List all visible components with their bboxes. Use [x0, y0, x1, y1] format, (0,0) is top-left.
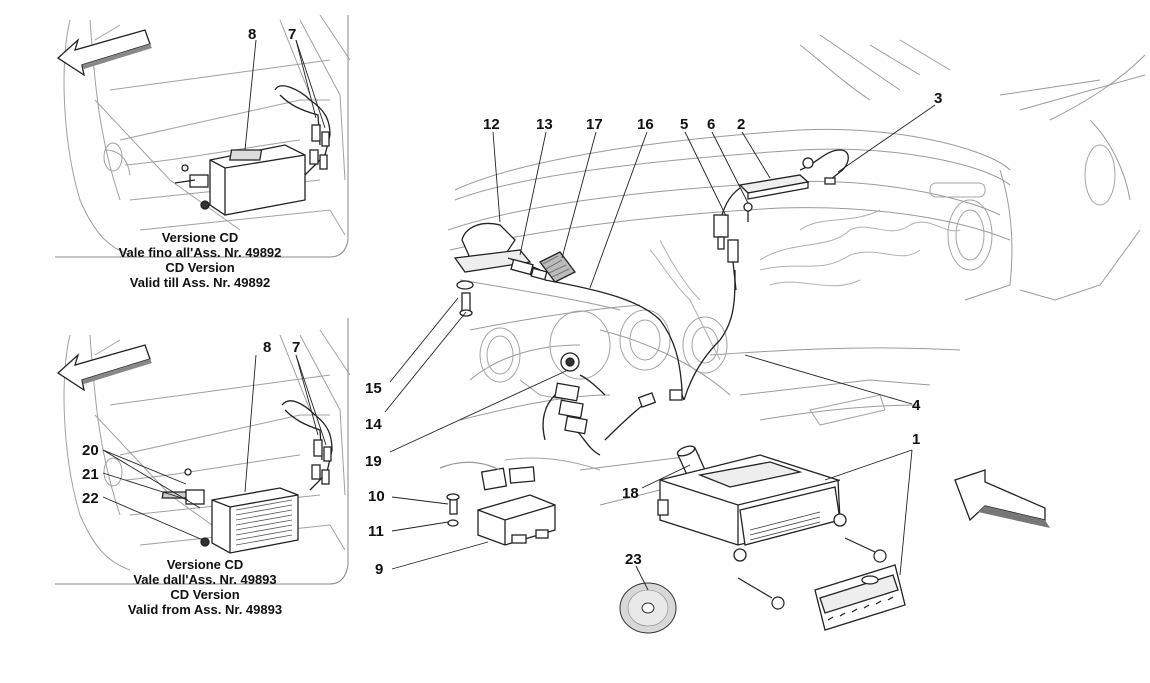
inset-top-frame: [55, 15, 349, 258]
direction-arrow-bottom: [56, 344, 152, 392]
callout-5: 5: [680, 116, 689, 133]
callout-17: 17: [586, 116, 603, 133]
callout-1: 1: [912, 431, 921, 448]
callout-8-bottom: 8: [263, 339, 272, 356]
callout-2: 2: [737, 116, 746, 133]
callout-13: 13: [536, 116, 553, 133]
wiring-harness: [649, 209, 961, 361]
callout-6: 6: [707, 116, 716, 133]
callout-8-top: 8: [248, 26, 257, 43]
callout-15: 15: [365, 380, 382, 397]
cd-changer-unit-bottom: [161, 400, 333, 554]
callout-7-top: 7: [288, 26, 297, 43]
caption-bottom: Versione CD Vale dall'Ass. Nr. 49893 CD …: [100, 557, 310, 617]
callout-21: 21: [82, 466, 99, 483]
caption-bottom-line1: Versione CD: [166, 557, 244, 572]
cd-changer-unit-top: [174, 85, 331, 216]
dashboard-outline: [447, 34, 1146, 506]
callout-10: 10: [368, 488, 385, 505]
leaders-bottom-inset: [102, 354, 327, 541]
direction-arrow-top: [56, 29, 152, 77]
leaders-top-inset: [244, 39, 326, 151]
callout-7-bottom: 7: [292, 339, 301, 356]
caption-top-line2: Vale fino all'Ass. Nr. 49892: [118, 245, 282, 260]
leaders-main: [384, 104, 936, 591]
caption-top: Versione CD Vale fino all'Ass. Nr. 49892…: [95, 230, 305, 290]
bracket-9-10-11: [446, 493, 556, 546]
callout-22: 22: [82, 490, 99, 507]
instrument-cluster: [479, 144, 1116, 471]
cylinder-18: [676, 445, 706, 478]
caption-bottom-line4: Valid from Ass. Nr. 49893: [127, 602, 283, 617]
antenna-sleeve-17: [539, 251, 576, 283]
radio-faceplate: [814, 564, 906, 631]
roof-antenna-12-13: [453, 222, 548, 281]
antenna-cable-3: [799, 149, 849, 185]
callout-3: 3: [934, 90, 943, 107]
antenna-amplifier-2-5-6: [713, 174, 810, 291]
callout-18: 18: [622, 485, 639, 502]
antenna-cable-16: [544, 269, 736, 401]
caption-top-line3: CD Version: [165, 260, 235, 275]
callout-23: 23: [625, 551, 642, 568]
cd-disc-23: [619, 582, 677, 634]
inset-bottom-frame: [55, 318, 349, 585]
callout-9: 9: [375, 561, 384, 578]
wiring-connectors-19: [439, 352, 683, 491]
callout-14: 14: [365, 416, 382, 433]
caption-bottom-line3: CD Version: [170, 587, 240, 602]
bolt-washer-14-15: [456, 280, 474, 317]
callout-12: 12: [483, 116, 500, 133]
callout-20: 20: [82, 442, 99, 459]
caption-top-line4: Valid till Ass. Nr. 49892: [129, 275, 271, 290]
callout-16: 16: [637, 116, 654, 133]
radio-head-unit-1: [657, 454, 847, 562]
callout-19: 19: [365, 453, 382, 470]
direction-arrow-main: [954, 469, 1050, 528]
callout-4: 4: [912, 397, 921, 414]
removal-keys: [737, 537, 887, 610]
callout-11: 11: [368, 523, 384, 540]
caption-bottom-line2: Vale dall'Ass. Nr. 49893: [133, 572, 277, 587]
caption-top-line1: Versione CD: [161, 230, 239, 245]
